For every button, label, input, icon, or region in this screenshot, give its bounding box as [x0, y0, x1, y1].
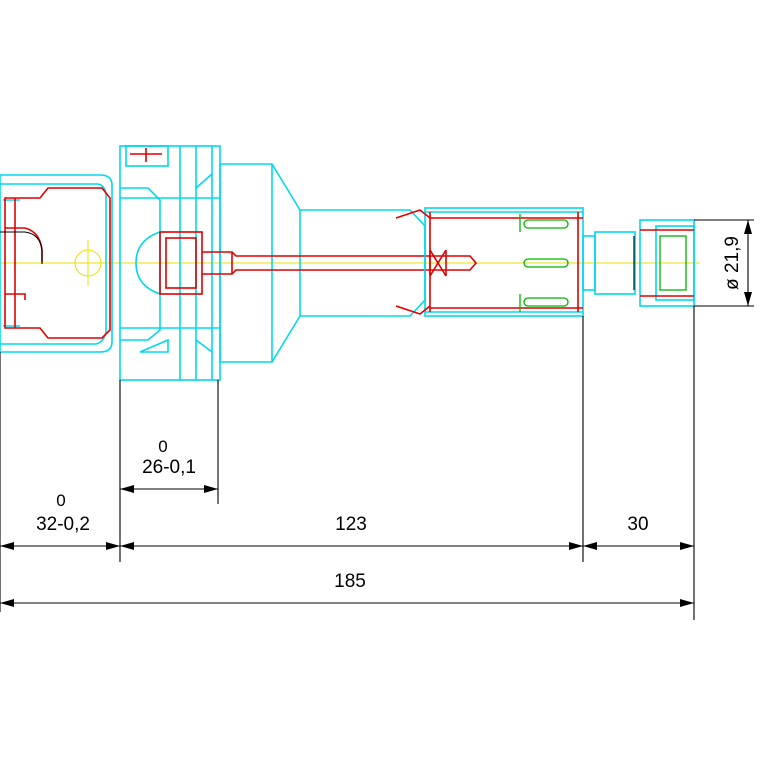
dimension-32: 0 32-0,2 — [0, 491, 120, 550]
dimension-diameter-label: ø 21,9 — [722, 236, 743, 290]
dimension-26-tolerance: 0 — [158, 437, 167, 456]
dimension-diameter: ø 21,9 — [722, 220, 752, 306]
dimension-32-tolerance: 0 — [56, 491, 65, 510]
drive-hole — [74, 249, 102, 277]
dimension-26: 0 26-0,1 — [120, 437, 218, 493]
front-nut — [582, 219, 695, 307]
dimension-26-label: 26-0,1 — [142, 457, 196, 478]
dimension-185-label: 185 — [334, 571, 366, 592]
dimension-123: 123 — [120, 514, 583, 550]
dimension-30: 30 — [583, 514, 694, 550]
dimension-123-label: 123 — [335, 514, 367, 535]
dimension-32-label: 32-0,2 — [36, 514, 90, 535]
dimension-30-label: 30 — [627, 514, 648, 535]
dimension-185: 185 — [0, 571, 694, 607]
hsk-shank — [0, 174, 113, 353]
